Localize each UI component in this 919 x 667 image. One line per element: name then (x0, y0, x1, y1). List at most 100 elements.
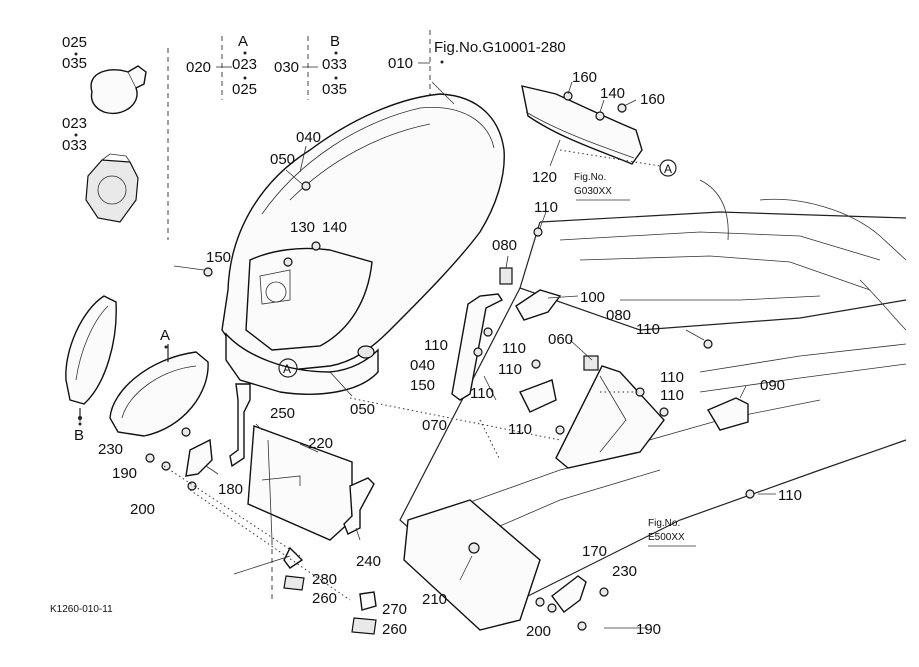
callout-circle-a-right: A (659, 159, 677, 177)
trim-120-illustration (521, 85, 643, 165)
bracket-illustration (519, 379, 557, 413)
label-110: 110 (424, 337, 448, 354)
clip-280-illustration (283, 546, 304, 569)
label-fig-e500-line1: Fig.No. (648, 518, 680, 529)
bracket-060-detail (599, 375, 627, 453)
label-110: 110 (660, 387, 684, 404)
label-fig-g030-line2: G030XX (574, 186, 612, 197)
label-100: 100 (580, 289, 605, 306)
label-200: 200 (526, 623, 551, 640)
label-260: 260 (312, 590, 337, 607)
label-190: 190 (636, 621, 661, 638)
cushion-080-lower-illustration (583, 355, 599, 371)
label-050: 050 (350, 401, 375, 418)
label-060: 060 (548, 331, 573, 348)
label-025: 025 (232, 81, 257, 98)
headlight-lens-left-illustration (65, 295, 117, 405)
label-230: 230 (98, 441, 123, 458)
label-110: 110 (534, 199, 558, 216)
label-023: 023 (232, 56, 257, 73)
label-170: 170 (582, 543, 607, 560)
bracket-180-illustration (185, 438, 213, 477)
label-270: 270 (382, 601, 407, 618)
label-090: 090 (760, 377, 785, 394)
label-220: 220 (308, 435, 333, 452)
label-140: 140 (322, 219, 347, 236)
label-025: 025 (62, 34, 87, 51)
label-110: 110 (778, 487, 802, 504)
bracket-060-illustration (555, 365, 665, 469)
headlight-lens-a-illustration (109, 351, 209, 437)
label-035: 035 (62, 55, 87, 72)
svg-text:A: A (664, 162, 672, 176)
label-200: 200 (130, 501, 155, 518)
label-190: 190 (112, 465, 137, 482)
label-180: 180 (218, 481, 243, 498)
stay-070-illustration (451, 293, 504, 401)
part-labels: 025 035 023 033 020 A 023 025 030 B 033 … (50, 33, 802, 640)
label-260: 260 (382, 621, 407, 638)
bulb-025-035-illustration (90, 65, 147, 115)
bracket-170-illustration (551, 575, 587, 613)
bracket-090-illustration (706, 397, 749, 431)
clip-260-lower-illustration (351, 617, 377, 635)
label-150: 150 (410, 377, 435, 394)
label-110: 110 (636, 321, 660, 338)
socket-023-033-illustration (85, 153, 139, 223)
label-030: 030 (274, 59, 299, 76)
label-250: 250 (270, 405, 295, 422)
label-fig-e500-line2: E500XX (648, 532, 685, 543)
label-a: A (160, 327, 170, 344)
label-033: 033 (62, 137, 87, 154)
bracket-240-illustration (343, 477, 375, 535)
label-160: 160 (572, 69, 597, 86)
label-020: 020 (186, 59, 211, 76)
label-080: 080 (606, 307, 631, 324)
label-dots (74, 51, 444, 426)
label-040: 040 (410, 357, 435, 374)
label-120: 120 (532, 169, 557, 186)
label-150: 150 (206, 249, 231, 266)
label-110: 110 (498, 361, 522, 378)
label-230: 230 (612, 563, 637, 580)
label-110: 110 (508, 421, 532, 438)
clip-270-illustration (359, 591, 377, 611)
svg-text:A: A (283, 362, 291, 376)
callout-circle-a-hood: A (278, 358, 298, 378)
label-010: 010 (388, 55, 413, 72)
label-130: 130 (290, 219, 315, 236)
label-050: 050 (270, 151, 295, 168)
label-023: 023 (62, 115, 87, 132)
hood-040-illustration (221, 93, 505, 395)
label-110: 110 (660, 369, 684, 386)
diagram-id: K1260-010-11 (50, 604, 113, 615)
arrow-b-dot (78, 416, 82, 420)
clip-260-upper-illustration (283, 575, 305, 591)
label-140: 140 (600, 85, 625, 102)
frame-chassis-illustration (399, 179, 907, 631)
label-110: 110 (470, 385, 494, 402)
leader-lines (79, 62, 776, 629)
label-240: 240 (356, 553, 381, 570)
label-fig-main: Fig.No.G10001-280 (434, 39, 566, 56)
cushion-080-upper-illustration (499, 267, 513, 285)
label-b: B (74, 427, 84, 444)
label-b: B (330, 33, 340, 50)
label-a: A (238, 33, 248, 50)
label-210: 210 (422, 591, 447, 608)
label-fig-g030-line1: Fig.No. (574, 172, 606, 183)
label-080: 080 (492, 237, 517, 254)
panel-220-illustration (247, 425, 353, 541)
label-033: 033 (322, 56, 347, 73)
bracket-100-illustration (515, 289, 562, 321)
label-040: 040 (296, 129, 321, 146)
label-110: 110 (502, 340, 526, 357)
label-070: 070 (422, 417, 447, 434)
bracket-250-illustration (229, 383, 251, 468)
bolt-icons (145, 91, 755, 631)
label-280: 280 (312, 571, 337, 588)
label-035: 035 (322, 81, 347, 98)
label-160: 160 (640, 91, 665, 108)
